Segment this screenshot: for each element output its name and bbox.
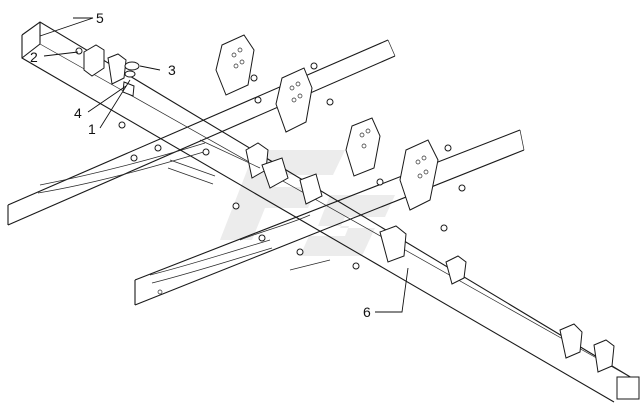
perforated-plates xyxy=(215,34,439,211)
callout-3: 3 xyxy=(168,62,176,78)
callout-5: 5 xyxy=(96,10,104,26)
callout-1: 1 xyxy=(88,121,96,137)
tine-bars xyxy=(37,142,311,284)
callout-6: 6 xyxy=(363,304,371,320)
main-frame-tube xyxy=(21,21,640,403)
callout-leaders xyxy=(39,17,409,313)
frame-brackets xyxy=(83,44,615,373)
callout-2: 2 xyxy=(30,49,38,65)
callout-labels: 5 2 3 4 1 6 xyxy=(30,10,371,320)
small-bolts xyxy=(118,62,466,270)
middle-cross-beam xyxy=(134,129,525,306)
callout-4: 4 xyxy=(74,105,82,121)
connecting-links xyxy=(167,139,331,271)
